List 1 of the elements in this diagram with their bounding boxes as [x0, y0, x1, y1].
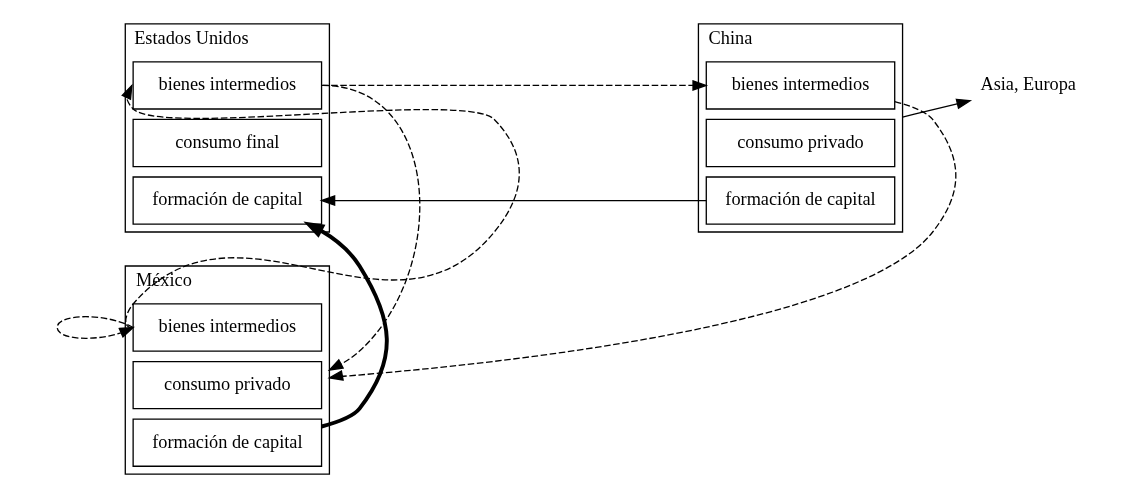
- node-text: Asia, Europa: [980, 74, 1076, 95]
